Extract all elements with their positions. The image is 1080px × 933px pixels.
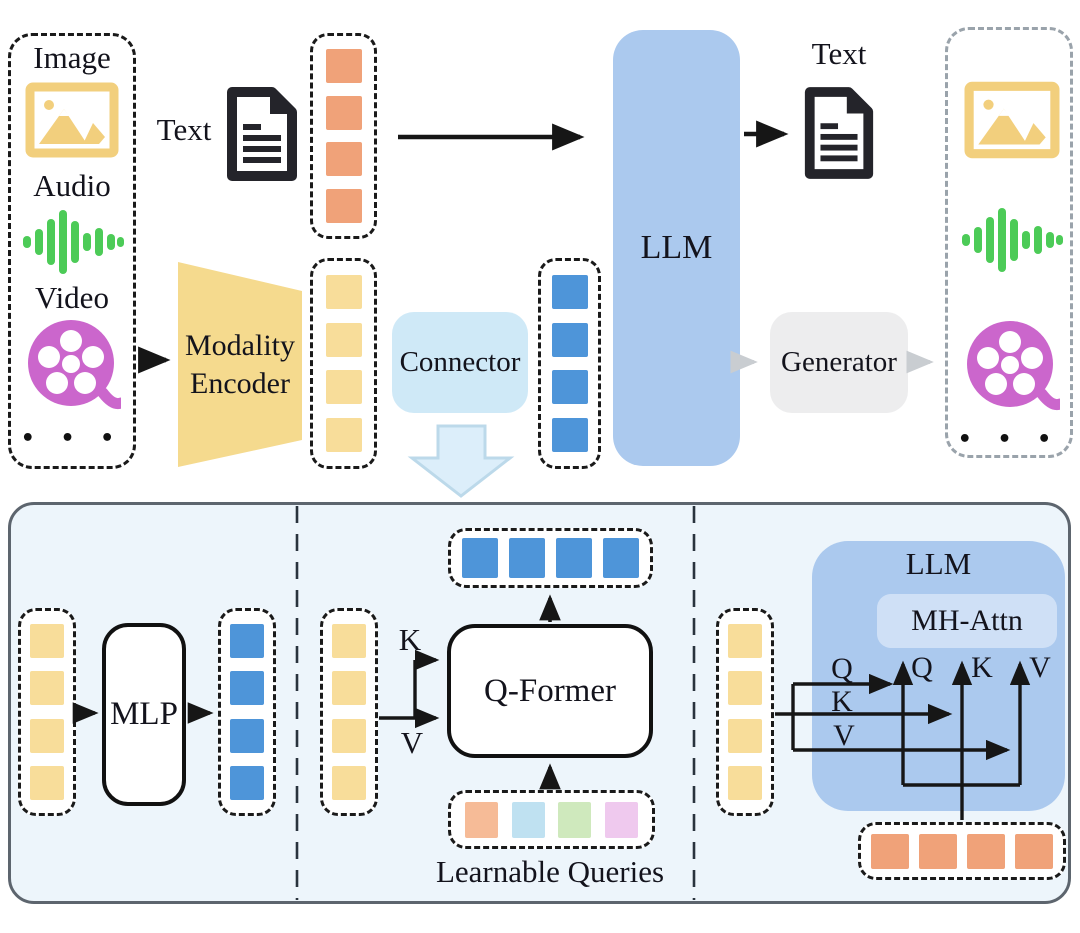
qformer-box: Q-Former [447,624,653,758]
input-ellipsis: • • • [20,426,124,451]
feature-token [325,322,362,357]
learnable-queries-label: Learnable Queries [435,854,665,889]
text-token [325,48,362,83]
text-token [325,142,362,177]
feature-token [332,718,366,753]
modality-encoder-label: Modality Encoder [185,329,295,400]
aligned-token [230,624,264,659]
qformer-label: Q-Former [484,672,616,709]
image-label: Image [33,40,111,75]
generator-box: Generator [770,312,908,413]
image-icon [964,81,1060,159]
feature-token [728,718,762,753]
k-in-label: K [831,685,853,718]
aligned-token [603,538,639,578]
text-token [871,833,909,869]
v-top-label: V [1029,651,1051,684]
text-token-box-bottom [858,822,1066,880]
llm-box: LLM [613,30,740,466]
qformer-k-label: K [398,622,422,657]
video-label: Video [35,280,109,315]
mlp-input-token-box [18,608,76,816]
feature-token [728,624,762,659]
aligned-token [551,322,588,357]
aligned-token [462,538,498,578]
mlp-output-token-box [218,608,276,816]
text-token [919,833,957,869]
modality-encoder-shape [178,262,302,467]
modal-input-box: Image Audio Video [8,33,136,469]
aligned-token [556,538,592,578]
video-reel-icon [28,320,121,409]
llm-label: LLM [640,229,713,266]
feature-token [30,718,64,753]
aligned-token-box [538,258,601,469]
k-top-label: K [971,651,993,684]
text-token [325,95,362,130]
output-document-icon [804,87,874,179]
mh-attn-label: MH-Attn [911,604,1023,637]
aligned-token [230,671,264,706]
learnable-query-token [464,801,498,838]
modality-feature-token-box [310,258,377,469]
aligned-token [551,370,588,405]
mlp-label: MLP [110,696,178,732]
aligned-token [551,418,588,453]
feature-token [30,765,64,800]
text-token-box [310,33,377,239]
learnable-query-token [605,801,639,838]
aligned-token [551,274,588,309]
qformer-output-token-box [448,528,653,588]
text-token [325,189,362,224]
feature-token [332,624,366,659]
modal-output-box: • • • [945,27,1073,458]
text-token [1015,833,1053,869]
aligned-token [230,765,264,800]
aligned-token [230,718,264,753]
mh-attn-box: MH-Attn [877,594,1057,648]
q-top-label: Q [911,651,933,684]
q-in-label: Q [831,652,853,685]
audio-label: Audio [33,168,111,203]
connector-label: Connector [399,346,521,378]
audio-waveform-icon [962,208,1063,272]
mlp-box: MLP [102,623,186,806]
learnable-query-token [511,801,545,838]
video-reel-icon [967,321,1060,410]
generator-label: Generator [781,346,897,378]
text-output-label: Text [811,36,867,71]
audio-waveform-icon [23,210,124,274]
aligned-token [509,538,545,578]
connector-zoom-arrow-icon [407,424,515,498]
qformer-input-token-box [320,608,378,816]
feature-token [325,370,362,405]
image-icon [25,82,119,158]
feature-token [30,671,64,706]
qformer-v-label: V [400,725,424,760]
feature-token [325,274,362,309]
text-document-icon [227,87,297,181]
text-input-label: Text [156,112,212,147]
learnable-queries-token-box [448,790,655,849]
feature-token [728,671,762,706]
feature-token [332,765,366,800]
feature-token [728,765,762,800]
connector-box: Connector [392,312,528,413]
v-in-label: V [833,719,855,752]
output-ellipsis: • • • [957,427,1061,452]
cross-attn-feature-token-box [716,608,774,816]
feature-token [30,624,64,659]
llm-bottom-label: LLM [905,546,972,581]
learnable-query-token [558,801,592,838]
feature-token [332,671,366,706]
text-token [967,833,1005,869]
feature-token [325,418,362,453]
